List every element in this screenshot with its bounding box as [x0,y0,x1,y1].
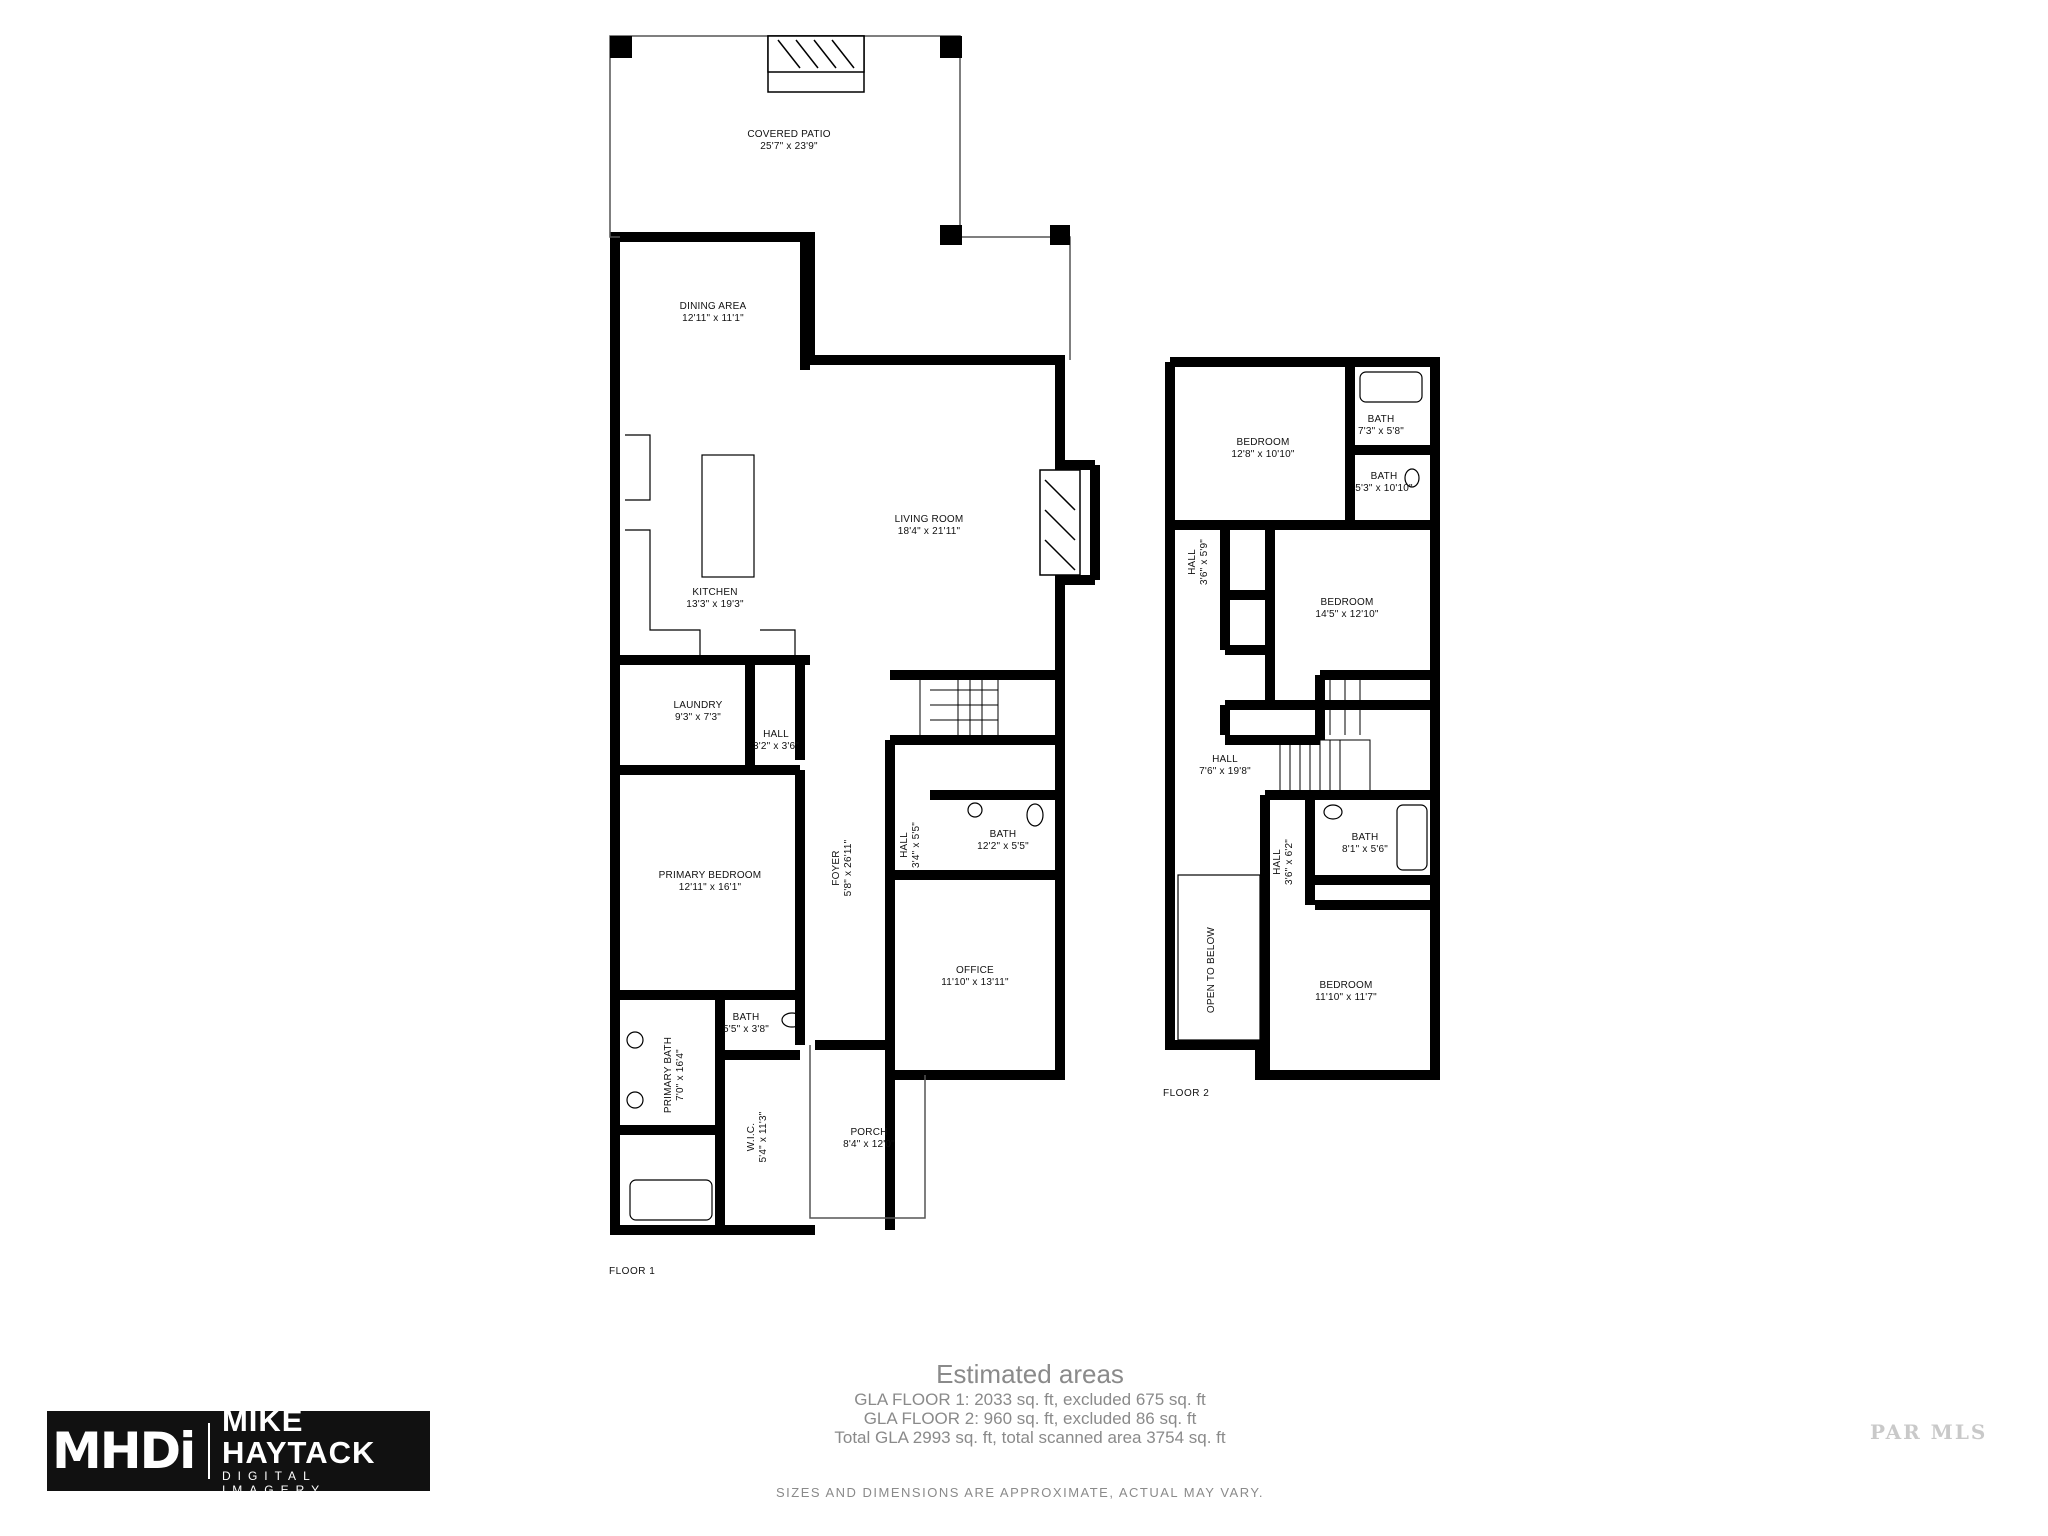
room-name: PRIMARY BATH [663,1036,674,1114]
room-dims: 5'3" x 10'10" [1355,483,1413,494]
room-dims: 5'4" x 11'3" [758,1111,769,1163]
room-dims: 7'0" x 16'4" [675,1049,686,1101]
room-name: HALL [1212,754,1238,765]
room-bath-f1a: BATH 12'2" x 5'5" [977,829,1029,853]
areas-total: Total GLA 2993 sq. ft, total scanned are… [834,1428,1226,1447]
room-name: BEDROOM [1319,980,1373,991]
room-dims: 9'3" x 7'3" [675,712,721,723]
room-hall-f1b: HALL 3'4" x 5'5" [899,822,923,868]
room-name: HALL [763,729,789,740]
room-living-room: LIVING ROOM 18'4" x 21'11" [895,514,964,538]
room-dims: 13'3" x 19'3" [686,599,744,610]
room-hall-f1a: HALL 3'2" x 3'6" [753,729,799,753]
areas-heading: Estimated areas [936,1359,1124,1389]
room-name: OPEN TO BELOW [1206,926,1217,1014]
room-name: LIVING ROOM [894,514,964,525]
room-hall-f2b: HALL 7'6" x 19'8" [1199,754,1251,778]
room-bedroom-f2c: BEDROOM 11'10" x 11'7" [1315,980,1377,1004]
room-name: OFFICE [956,965,994,976]
room-bath-f2a: BATH 7'3" x 5'8" [1358,414,1404,438]
room-dims: 11'10" x 13'11" [941,977,1009,988]
room-dims: 8'1" x 5'6" [1342,844,1388,855]
room-dims: 7'3" x 5'8" [1358,426,1404,437]
room-dims: 5'8" x 26'11" [843,839,854,897]
room-wic: W.I.C. 5'4" x 11'3" [746,1112,770,1163]
room-name: W.I.C. [746,1122,757,1152]
room-dims: 12'11" x 11'1" [682,313,744,324]
room-name: BATH [1370,471,1398,482]
room-primary-bath: PRIMARY BATH 7'0" x 16'4" [663,1037,687,1113]
room-foyer: FOYER 5'8" x 26'11" [831,840,855,897]
room-bath-f2b: BATH 5'3" x 10'10" [1355,471,1412,495]
company-logo: MHDi MIKE HAYTACK DIGITAL IMAGERY [47,1405,430,1497]
areas-floor-1: GLA FLOOR 1: 2033 sq. ft, excluded 675 s… [854,1390,1206,1409]
room-dims: 5'5" x 3'8" [723,1024,769,1035]
logo-brand: MIKE HAYTACK DIGITAL IMAGERY [221,1403,430,1498]
room-dims: 11'10" x 11'7" [1315,992,1377,1003]
fireplace [767,35,1081,576]
room-dims: 3'6" x 6'2" [1284,839,1295,885]
room-open-to-below: OPEN TO BELOW [1206,927,1218,1013]
open-to-below-outline [1177,874,1261,1041]
room-dims: 8'4" x 12'0" [843,1139,895,1150]
room-dims: 12'11" x 16'1" [678,882,742,893]
room-name: HALL [899,832,910,858]
room-name: BEDROOM [1320,597,1374,608]
room-name: BATH [1367,414,1395,425]
room-bath-f1b: BATH 5'5" x 3'8" [723,1012,769,1036]
room-name: KITCHEN [692,587,738,598]
logo-mark: MHDi [52,1422,196,1480]
room-dining-area: DINING AREA 12'11" x 11'1" [680,301,747,325]
room-dims: 14'5" x 12'10" [1315,609,1379,620]
areas-floor-2: GLA FLOOR 2: 960 sq. ft, excluded 86 sq.… [863,1409,1197,1428]
room-name: FOYER [831,850,842,886]
room-name: LAUNDRY [673,700,723,711]
logo-tagline: DIGITAL IMAGERY [221,1469,327,1497]
room-hall-f2a: HALL 3'6" x 5'9" [1187,539,1211,585]
room-dims: 12'8" x 10'10" [1231,449,1295,460]
room-dims: 3'6" x 5'9" [1199,539,1210,585]
stairs-floor-2 [1279,680,1371,796]
room-dims: 3'2" x 3'6" [753,741,799,752]
room-name: PORCH [850,1127,888,1138]
room-name: DINING AREA [679,301,747,312]
room-primary-bedroom: PRIMARY BEDROOM 12'11" x 16'1" [659,870,762,894]
room-covered-patio: COVERED PATIO 25'7" x 23'9" [747,129,830,153]
room-hall-f2c: HALL 3'6" x 6'2" [1272,839,1296,885]
room-porch: PORCH 8'4" x 12'0" [843,1127,895,1151]
disclaimer: SIZES AND DIMENSIONS ARE APPROXIMATE, AC… [776,1485,1264,1500]
room-name: PRIMARY BEDROOM [658,870,762,881]
room-bath-f2c: BATH 8'1" x 5'6" [1342,832,1388,856]
logo-divider [208,1423,210,1479]
room-kitchen: KITCHEN 13'3" x 19'3" [686,587,743,611]
room-dims: 12'2" x 5'5" [977,841,1029,852]
room-dims: 7'6" x 19'8" [1199,766,1251,777]
room-name: BATH [732,1012,760,1023]
room-dims: 3'4" x 5'5" [911,822,922,868]
estimated-areas: Estimated areas GLA FLOOR 1: 2033 sq. ft… [760,1358,1300,1447]
room-name: BATH [989,829,1017,840]
kitchen-island [625,434,796,660]
room-laundry: LAUNDRY 9'3" x 7'3" [673,700,722,724]
stairs-floor-1 [919,674,999,741]
logo-name: MIKE HAYTACK [221,1403,376,1470]
room-name: HALL [1272,849,1283,875]
room-bedroom-f2a: BEDROOM 12'8" x 10'10" [1231,437,1294,461]
mls-watermark: PAR MLS [1870,1420,1988,1444]
floor-2-label: FLOOR 2 [1163,1088,1210,1099]
floor-1-walls [610,232,1100,1235]
room-name: COVERED PATIO [747,129,831,140]
room-dims: 18'4" x 21'11" [897,526,961,537]
room-dims: 25'7" x 23'9" [760,141,818,152]
room-name: BEDROOM [1236,437,1290,448]
floor-1-label: FLOOR 1 [609,1266,656,1277]
bathroom-fixtures [626,802,1044,1221]
room-name: HALL [1187,549,1198,575]
patio-columns [610,36,1070,245]
room-office: OFFICE 11'10" x 13'11" [941,965,1008,989]
floor-2-fixtures [1323,371,1428,871]
room-bedroom-f2b: BEDROOM 14'5" x 12'10" [1315,597,1378,621]
room-name: BATH [1351,832,1379,843]
